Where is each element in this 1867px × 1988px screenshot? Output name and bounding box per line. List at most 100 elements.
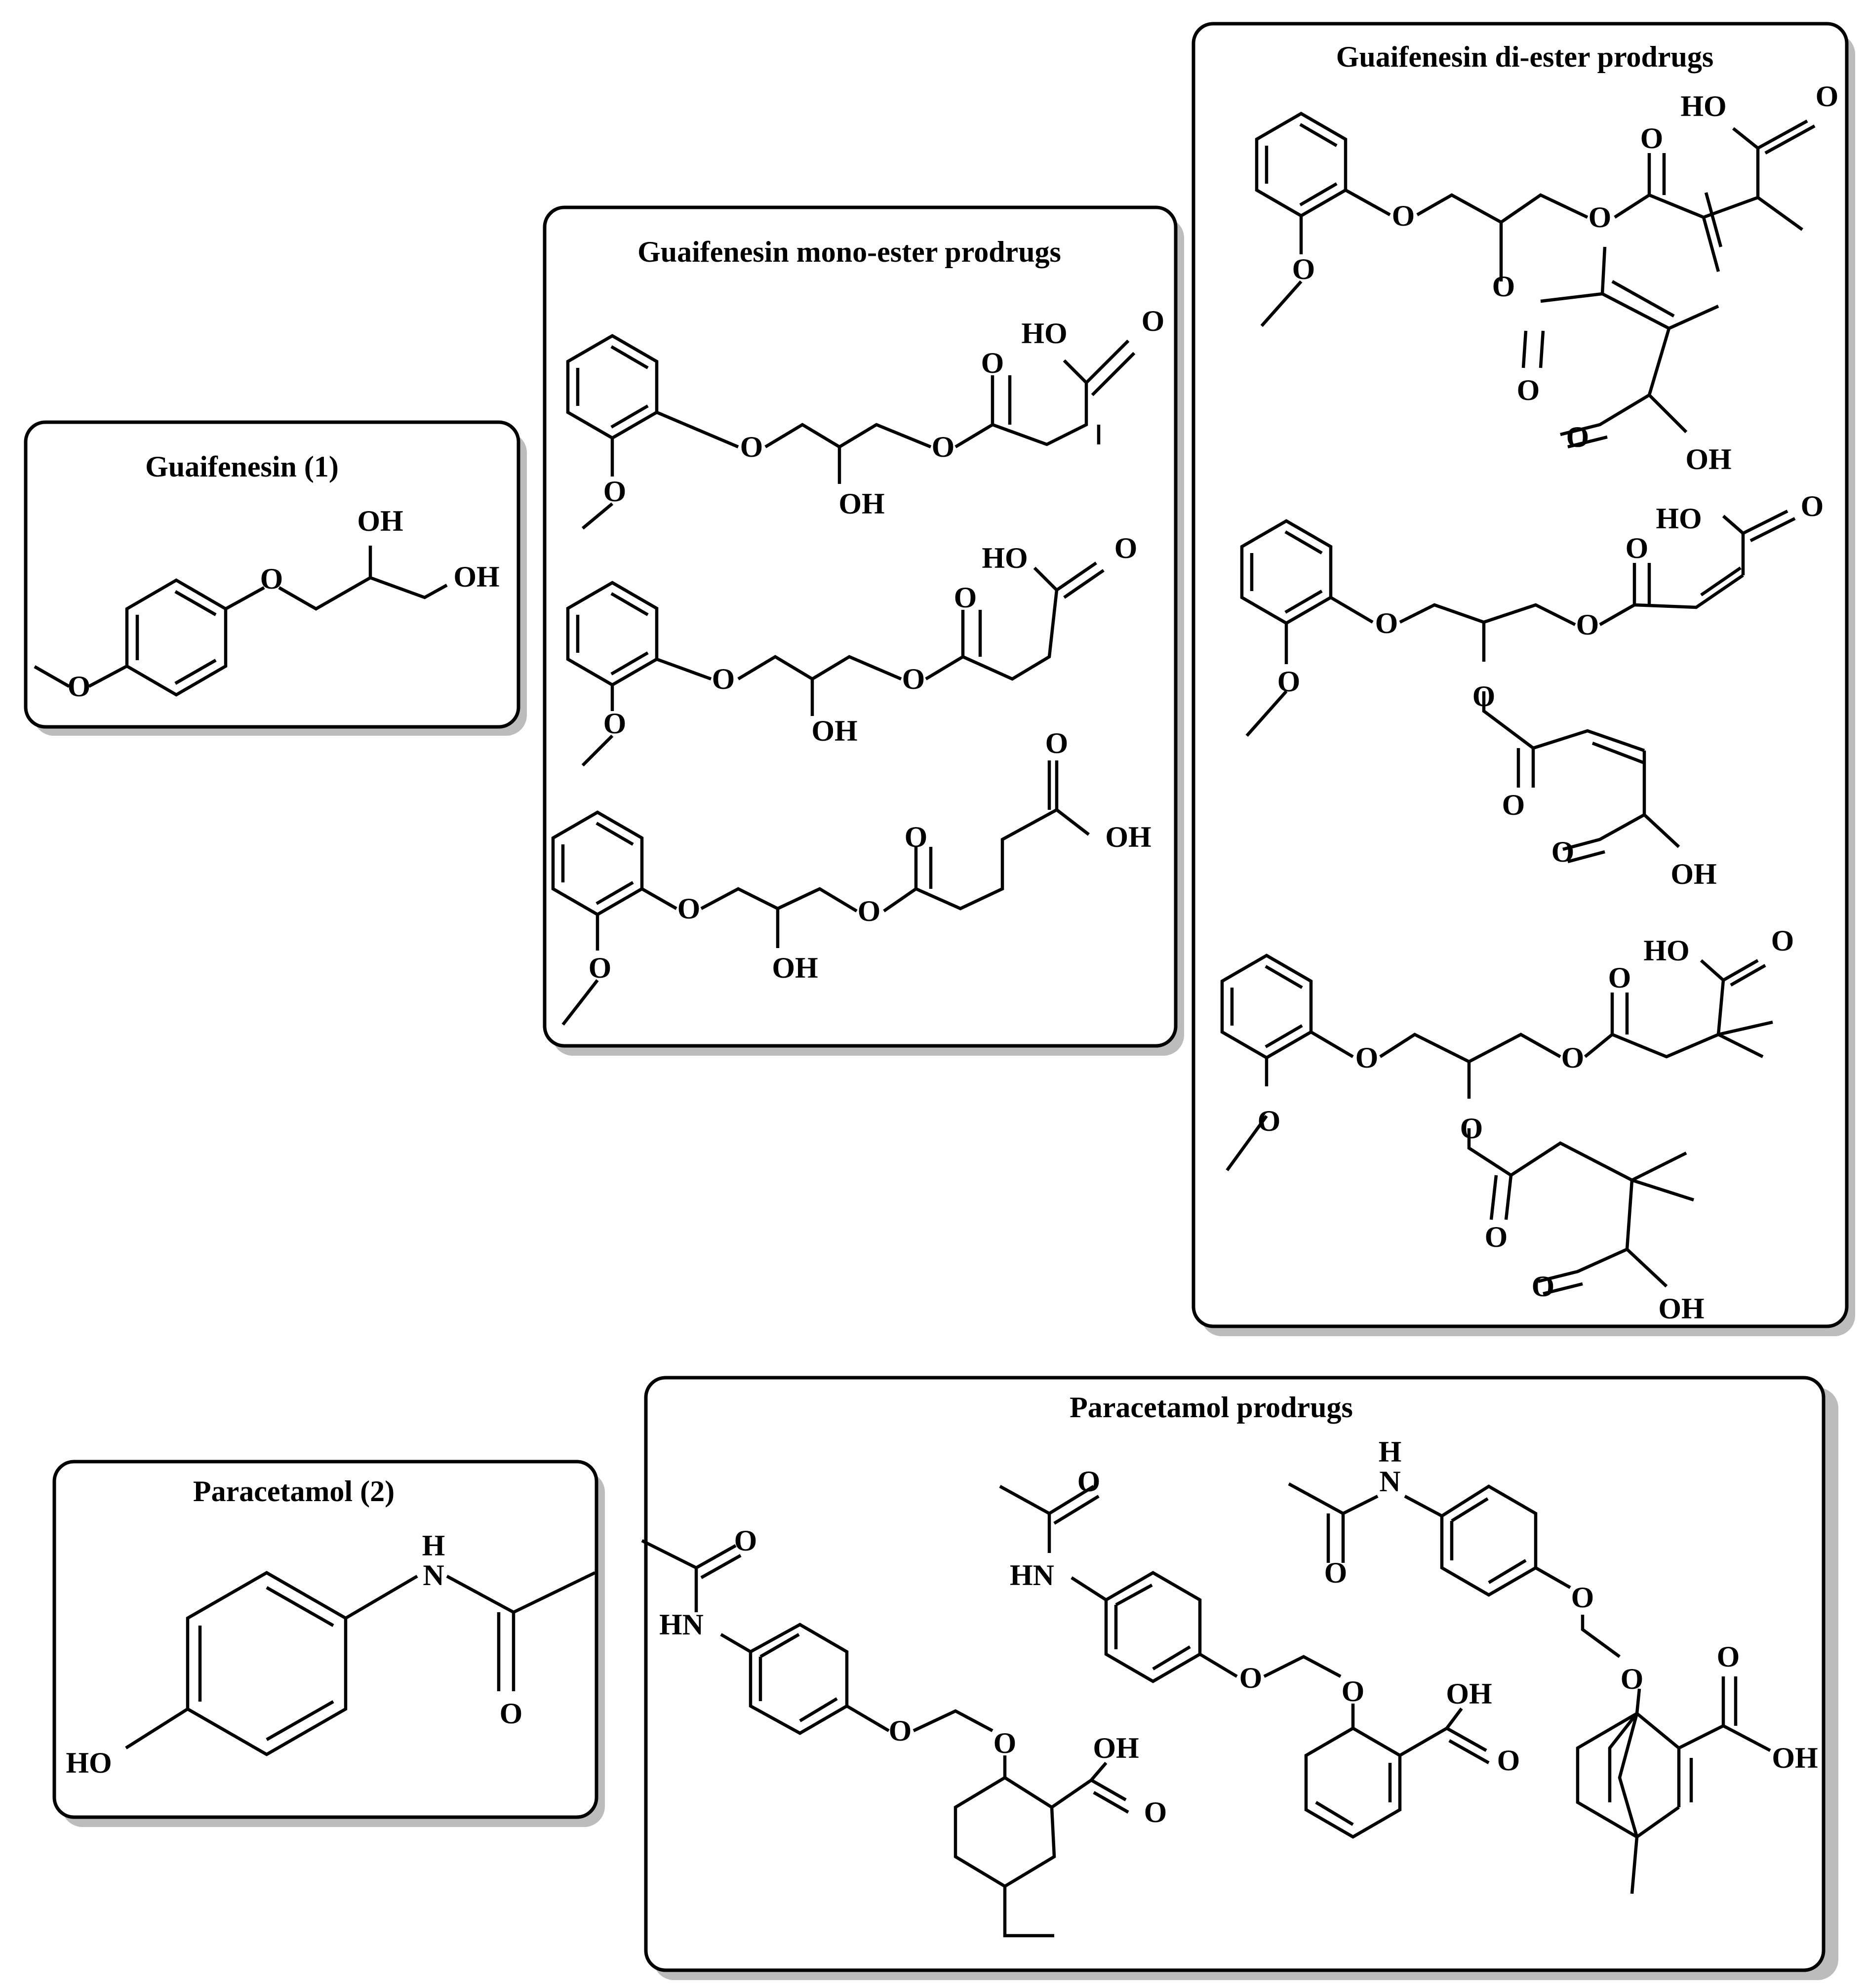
guaifenesin-title: Guaifenesin (1) [145, 450, 339, 483]
atom-oh: OH [453, 560, 499, 593]
atom-o: O [1355, 1041, 1379, 1074]
atom-oh: OH [1446, 1677, 1492, 1710]
di-ester-panel [1192, 22, 1849, 1328]
atom-o: O [1144, 1796, 1167, 1829]
atom-o: O [1342, 1675, 1365, 1708]
paracetamol-prodrugs-title: Paracetamol prodrugs [1070, 1391, 1353, 1424]
atom-o: O [260, 562, 283, 595]
atom-ho: HO [1021, 317, 1067, 350]
atom-o: O [1497, 1744, 1520, 1777]
atom-oh: OH [811, 715, 857, 747]
atom-o: O [603, 707, 627, 740]
atom-oh: OH [1772, 1742, 1818, 1774]
atom-o: O [589, 952, 612, 984]
atom-o: O [1492, 270, 1515, 303]
atom-o: O [500, 1697, 523, 1730]
atom-o: O [993, 1727, 1017, 1759]
atom-o: O [1771, 924, 1794, 957]
atom-o: O [1626, 532, 1649, 564]
atom-o: O [1472, 680, 1496, 713]
paracetamol-prodrug-bicyclic: H N O O O O OH [1288, 1435, 1818, 1894]
atom-oh: OH [772, 952, 818, 984]
atom-o: O [1324, 1556, 1348, 1589]
atom-o: O [1045, 727, 1069, 759]
paracetamol-prodrug-salicylic: O HN O O OH O [999, 1465, 1520, 1839]
mono-ester-structure-3: O O O OH O OH O [551, 727, 1152, 1026]
di-ester-title: Guaifenesin di-ester prodrugs [1336, 40, 1714, 73]
atom-o: O [1277, 665, 1301, 698]
atom-ho: HO [982, 542, 1028, 574]
atom-o: O [603, 475, 627, 508]
mono-ester-panel [543, 205, 1178, 1048]
paracetamol-title: Paracetamol (2) [193, 1475, 395, 1508]
atom-oh: OH [1658, 1292, 1704, 1325]
atom-h: H [422, 1529, 445, 1562]
mono-ester-structure-1: O O O OH HO O O [566, 305, 1165, 530]
atom-h: H [1379, 1435, 1402, 1468]
atom-o: O [1077, 1465, 1101, 1498]
di-ester-structure-3: O O O HO O O O O OH O [1220, 924, 1794, 1325]
atom-o: O [1485, 1221, 1508, 1253]
atom-ho: HO [1680, 90, 1726, 122]
atom-o: O [1566, 421, 1589, 453]
atom-o: O [712, 663, 735, 695]
atom-o: O [932, 431, 955, 463]
atom-o: O [1258, 1105, 1281, 1137]
panel-frames [24, 22, 1855, 1980]
atom-o: O [1576, 608, 1599, 641]
atom-hn: HN [659, 1608, 704, 1641]
atom-o: O [1621, 1663, 1644, 1695]
paracetamol-prodrug-cyclohexane: O HN O O OH O [641, 1524, 1167, 1938]
atom-o: O [740, 431, 763, 463]
atom-o: O [1816, 80, 1839, 113]
atom-o: O [734, 1524, 757, 1557]
atom-o: O [1375, 607, 1398, 639]
atom-o: O [858, 895, 881, 927]
atom-o: O [902, 663, 925, 695]
atom-o: O [1517, 374, 1540, 406]
atom-o: O [889, 1714, 912, 1747]
mono-ester-title: Guaifenesin mono-ester prodrugs [637, 236, 1061, 268]
atom-o: O [1571, 1581, 1594, 1614]
atom-o: O [1460, 1112, 1483, 1145]
atom-ho: HO [1656, 502, 1702, 535]
atom-o: O [1551, 835, 1575, 868]
atom-o: O [1640, 122, 1664, 155]
atom-o: O [905, 821, 928, 853]
atom-oh: OH [357, 505, 403, 537]
atom-o: O [954, 581, 977, 614]
atom-o: O [1717, 1640, 1740, 1673]
atom-o: O [68, 670, 91, 703]
atom-o: O [1532, 1270, 1555, 1303]
atom-oh: OH [1093, 1732, 1139, 1764]
atom-oh: OH [1670, 858, 1716, 890]
guaifenesin-panel [24, 420, 520, 729]
atom-hn: HN [1010, 1559, 1054, 1591]
atom-o: O [1502, 789, 1525, 821]
atom-oh: OH [838, 487, 884, 520]
atom-o: O [1392, 199, 1415, 232]
atom-o: O [677, 892, 701, 925]
atom-oh: OH [1685, 443, 1731, 476]
atom-n: N [423, 1559, 444, 1591]
mono-ester-structure-2: O O O OH HO O O [566, 532, 1138, 767]
paracetamol-structure: H N O HO [66, 1529, 596, 1779]
atom-o: O [1292, 253, 1315, 285]
guaifenesin-structure: O O OH OH [34, 505, 500, 703]
atom-o: O [1589, 201, 1612, 234]
atom-o: O [981, 347, 1004, 379]
atom-o: O [1561, 1041, 1585, 1074]
atom-n: N [1379, 1465, 1400, 1498]
paracetamol-panel [52, 1460, 598, 1819]
atom-oh: OH [1105, 821, 1151, 853]
atom-o: O [1239, 1662, 1263, 1694]
di-ester-structure-1: O O O HO O O O O OH O [1255, 80, 1839, 476]
atom-ho: HO [1643, 934, 1689, 967]
di-ester-structure-2: O O O HO O O O O OH O [1240, 490, 1824, 890]
atom-o: O [1608, 961, 1631, 994]
atom-ho: HO [66, 1747, 112, 1779]
atom-o: O [1114, 532, 1138, 564]
atom-o: O [1801, 490, 1824, 522]
atom-o: O [1142, 305, 1165, 337]
